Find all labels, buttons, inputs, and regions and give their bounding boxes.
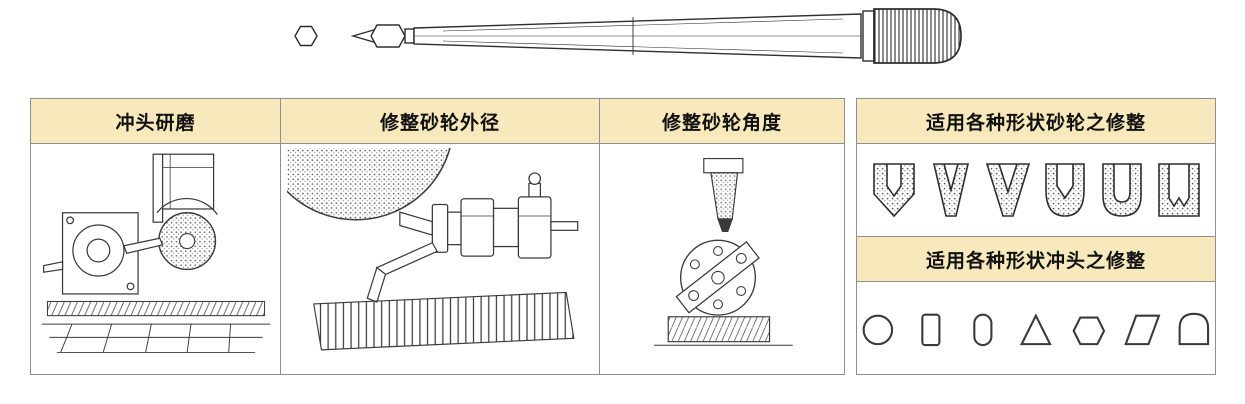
punch-shapes-header: 适用各种形状冲头之修整 <box>857 236 1215 282</box>
column-header: 冲头研磨 <box>31 99 280 144</box>
column-header: 修整砂轮外径 <box>281 99 599 144</box>
u-flared-profile-icon <box>872 163 915 218</box>
application-column-punch-grinding: 冲头研磨 <box>31 99 281 374</box>
applications-table: 冲头研磨 <box>30 98 845 375</box>
punch-grinding-illustration <box>31 144 280 374</box>
stadium-icon <box>973 313 993 347</box>
application-column-wheel-od-dressing: 修整砂轮外径 <box>281 99 600 374</box>
hexagon-icon <box>1072 316 1106 346</box>
dressing-pen-drawing-icon <box>294 8 962 64</box>
wheel-angle-dressing-illustration <box>600 144 844 374</box>
v-narrow-profile-icon <box>932 163 969 217</box>
hex-nut-icon <box>294 25 318 47</box>
punch-shapes-row <box>857 282 1215 374</box>
w-square-profile-icon <box>1157 163 1200 217</box>
wheel-profile-shapes-row <box>857 144 1215 236</box>
trapezoid-icon <box>1123 314 1160 346</box>
u-round-profile-icon <box>1101 163 1142 217</box>
v-round-bottom-profile-icon <box>1044 163 1085 217</box>
shapes-panel: 适用各种形状砂轮之修整 <box>856 98 1216 375</box>
rounded-rectangle-icon <box>920 313 941 347</box>
circle-icon <box>862 314 894 346</box>
wheel-shapes-header: 适用各种形状砂轮之修整 <box>857 99 1215 144</box>
wheel-od-dressing-drawing-icon <box>287 148 579 351</box>
punch-grinding-drawing-icon <box>41 153 270 353</box>
dressing-pen-illustration <box>293 4 971 68</box>
content-row: 冲头研磨 <box>30 98 1216 375</box>
column-header: 修整砂轮角度 <box>600 99 844 144</box>
v-wide-profile-icon <box>985 163 1030 217</box>
wheel-angle-dressing-drawing-icon <box>654 157 793 346</box>
wheel-od-dressing-illustration <box>281 144 599 374</box>
arch-icon <box>1178 312 1210 346</box>
triangle-icon <box>1020 313 1052 346</box>
application-column-wheel-angle-dressing: 修整砂轮角度 <box>600 99 844 374</box>
